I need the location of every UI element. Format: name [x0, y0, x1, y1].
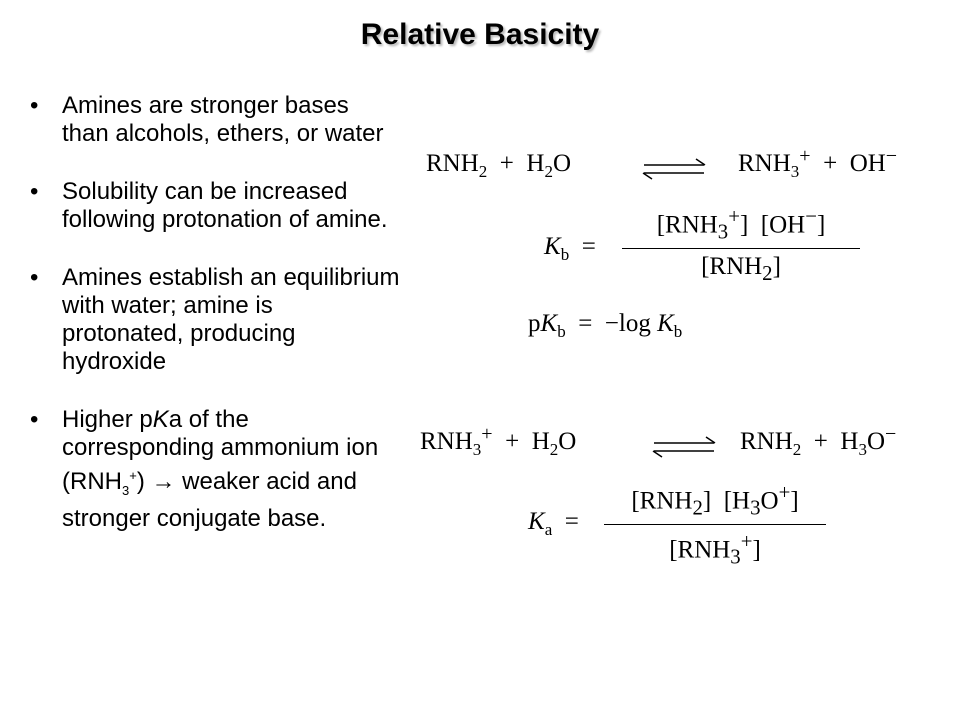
- equations-panel: RNH2 + H2O RNH3+ + OH− Kb = [RNH3+] [OH−…: [418, 140, 958, 580]
- ka-label: Ka =: [528, 508, 579, 539]
- bullet-list: • Amines are stronger bases than alcohol…: [30, 92, 400, 563]
- bullet-item: • Solubility can be increased following …: [30, 178, 400, 234]
- bullet-text: Solubility can be increased following pr…: [62, 178, 388, 233]
- pkb-expression: pKb = −log Kb: [528, 310, 683, 341]
- reaction-ammonium-water: RNH3+ + H2O: [420, 423, 577, 459]
- bullet-text: Amines establish an equilibrium with wat…: [62, 264, 400, 375]
- reaction-amine-water: RNH2 + H2O: [426, 150, 572, 181]
- bullet-item: • Amines are stronger bases than alcohol…: [30, 92, 400, 148]
- bullet-text: Higher pKa of the corresponding ammonium…: [62, 406, 379, 532]
- ka-numerator: [RNH2] [H3O+]: [604, 480, 826, 526]
- reaction-products-2: RNH2 + H3O−: [740, 423, 897, 459]
- bullet-text: Amines are stronger bases than alcohols,…: [62, 92, 384, 147]
- reaction-products-1: RNH3+ + OH−: [738, 145, 898, 181]
- equilibrium-arrows-icon: [652, 436, 716, 458]
- ka-fraction: [RNH2] [H3O+] [RNH3+]: [604, 480, 826, 570]
- bullet-marker: •: [30, 178, 39, 205]
- bullet-item: • Amines establish an equilibrium with w…: [30, 264, 400, 376]
- ka-denominator: [RNH3+]: [669, 529, 761, 569]
- bullet-marker: •: [30, 406, 39, 433]
- slide-title: Relative Basicity: [360, 18, 600, 51]
- bullet-marker: •: [30, 264, 39, 291]
- equilibrium-arrows-icon: [642, 158, 706, 180]
- bullet-item: • Higher pKa of the corresponding ammoni…: [30, 406, 400, 533]
- bullet-marker: •: [30, 92, 39, 119]
- kb-fraction: [RNH3+] [OH−] [RNH2]: [622, 204, 860, 286]
- kb-denominator: [RNH2]: [701, 253, 781, 286]
- kb-numerator: [RNH3+] [OH−]: [622, 204, 860, 250]
- kb-label: Kb =: [544, 233, 596, 264]
